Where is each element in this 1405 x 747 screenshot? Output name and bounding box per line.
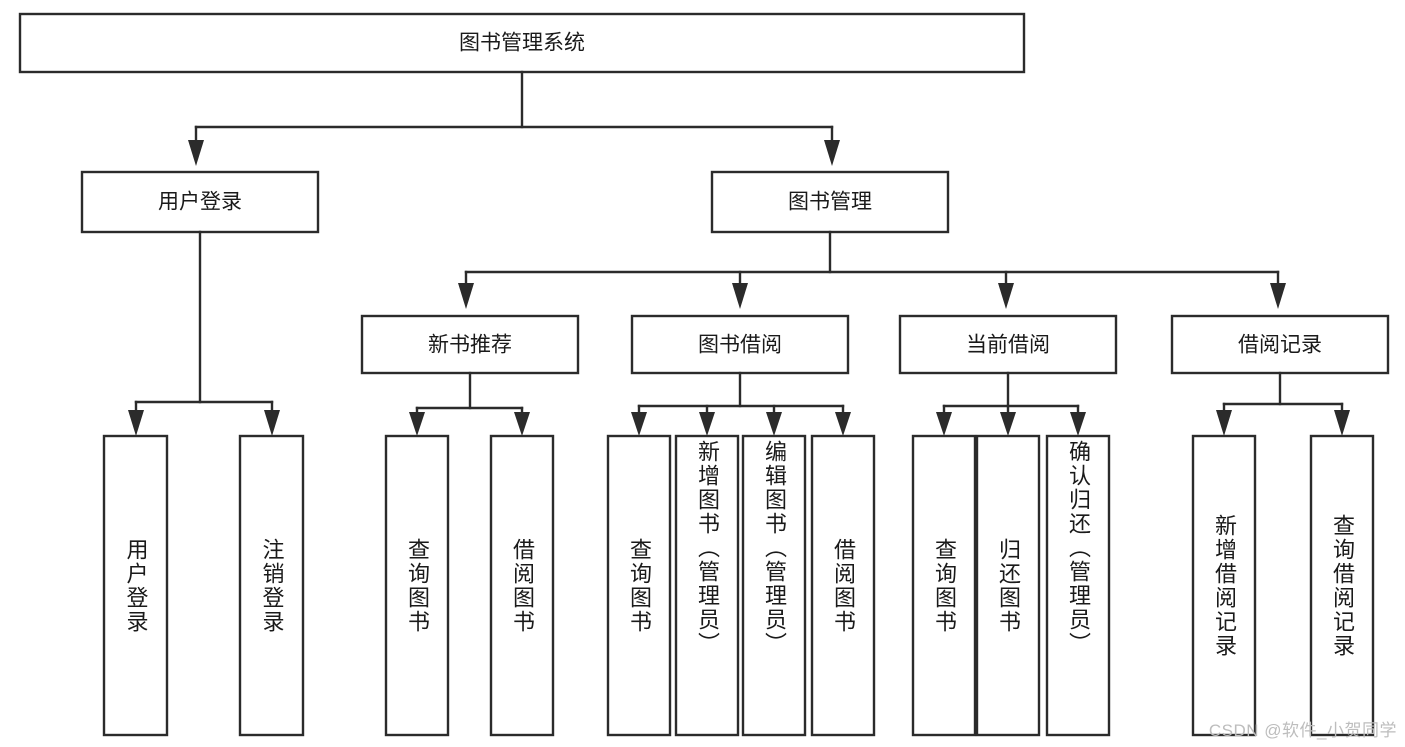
node-root-label: 图书管理系统	[459, 32, 585, 55]
arrow-head-icon	[699, 412, 715, 436]
leaf-box-query-book-1[interactable]	[384, 434, 450, 737]
arrow-head-icon	[835, 412, 851, 436]
node-book-borrow[interactable]: 图书借阅	[630, 314, 850, 375]
connector-new-book-recommend-to-leaves	[409, 371, 530, 436]
connector-user-login-to-leaves	[128, 230, 280, 436]
arrow-head-icon	[264, 410, 280, 436]
arrow-head-icon	[188, 140, 204, 166]
leaf-box-borrow-book-2[interactable]	[810, 434, 876, 737]
arrow-head-icon	[1270, 283, 1286, 309]
leaf-box-edit-book[interactable]	[741, 434, 807, 737]
connector-current-borrow-to-leaves	[936, 371, 1086, 436]
arrow-head-icon	[1070, 412, 1086, 436]
node-root-box	[18, 12, 1026, 74]
node-book-management-label: 图书管理	[788, 191, 872, 214]
node-user-login[interactable]: 用户登录	[80, 170, 320, 234]
node-user-login-box	[80, 170, 320, 234]
leaf-box-add-record[interactable]	[1191, 434, 1257, 737]
node-borrow-record-label: 借阅记录	[1238, 334, 1322, 357]
node-new-book-recommend[interactable]: 新书推荐	[360, 314, 580, 375]
arrow-head-icon	[936, 412, 952, 436]
node-borrow-record[interactable]: 借阅记录	[1170, 314, 1390, 375]
leaf-box-add-book[interactable]	[674, 434, 740, 737]
node-book-borrow-label: 图书借阅	[698, 334, 782, 357]
arrow-head-icon	[1000, 412, 1016, 436]
arrow-head-icon	[1216, 410, 1232, 436]
leaf-box-confirm-return[interactable]	[1045, 434, 1111, 737]
leaf-box-user-login[interactable]	[102, 434, 169, 737]
leaf-box-query-book-3[interactable]	[911, 434, 977, 737]
arrow-head-icon	[458, 283, 474, 309]
node-user-login-label: 用户登录	[158, 191, 242, 214]
arrow-head-icon	[128, 410, 144, 436]
arrow-head-icon	[409, 412, 425, 436]
node-current-borrow-label: 当前借阅	[966, 334, 1050, 357]
node-new-book-recommend-box	[360, 314, 580, 375]
node-current-borrow-box	[898, 314, 1118, 375]
watermark-text: CSDN @软件_小贺同学	[1208, 721, 1397, 740]
connector-root-to-level2	[188, 70, 840, 166]
arrow-head-icon	[1334, 410, 1350, 436]
leaf-box-borrow-book-1[interactable]	[489, 434, 555, 737]
node-book-management[interactable]: 图书管理	[710, 170, 950, 234]
arrow-head-icon	[766, 412, 782, 436]
node-root[interactable]: 图书管理系统	[18, 12, 1026, 74]
arrow-head-icon	[732, 283, 748, 309]
arrow-head-icon	[824, 140, 840, 166]
node-new-book-recommend-label: 新书推荐	[428, 334, 512, 357]
arrow-head-icon	[514, 412, 530, 436]
node-current-borrow[interactable]: 当前借阅	[898, 314, 1118, 375]
connector-borrow-record-to-leaves	[1216, 371, 1350, 436]
connector-book-management-to-level3	[458, 230, 1286, 309]
leaf-box-return-book[interactable]	[975, 434, 1041, 737]
leaf-box-query-book-2[interactable]	[606, 434, 672, 737]
connector-book-borrow-to-leaves	[631, 371, 851, 436]
leaf-box-user-logout[interactable]	[238, 434, 305, 737]
arrow-head-icon	[998, 283, 1014, 309]
arrow-head-icon	[631, 412, 647, 436]
leaf-box-query-record[interactable]	[1309, 434, 1375, 737]
